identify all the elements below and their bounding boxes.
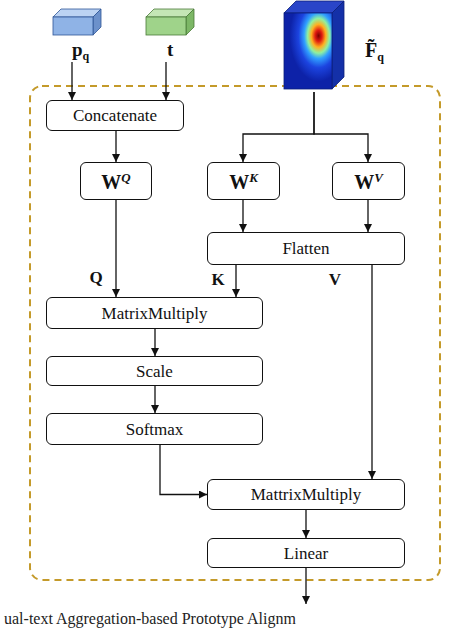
flow-arrow: [242, 200, 243, 232]
box-label: MatrixMultiply: [102, 305, 208, 322]
box-label: Scale: [136, 363, 173, 380]
flow-arrow: [371, 265, 372, 479]
process-box: MatrixMultiply: [46, 297, 263, 329]
tensor-label: t: [167, 40, 173, 59]
tensor-label: F̃q: [365, 40, 384, 63]
cuboid-shape: [145, 8, 195, 36]
cuboid-shape: [52, 8, 102, 36]
process-box: Scale: [46, 356, 263, 386]
figure-caption: ual-text Aggregation-based Prototype Ali…: [4, 610, 296, 628]
box-label: WV: [354, 171, 383, 192]
module-boundary: [30, 86, 440, 580]
tensor-cuboid: t: [145, 8, 197, 62]
output-arrow: [305, 568, 306, 604]
tensor-label: pq: [72, 40, 89, 62]
flow-arrow: [367, 200, 368, 232]
cuboid-front: [53, 17, 93, 35]
cuboid-side: [332, 1, 344, 89]
process-box: WK: [207, 162, 280, 200]
cuboid-front: [146, 17, 186, 35]
box-label: WK: [229, 171, 258, 192]
edge-label: K: [211, 270, 224, 290]
flow-arrow: [165, 62, 166, 100]
cuboid-side: [93, 9, 101, 35]
box-label: Linear: [284, 545, 328, 562]
edge-label: V: [329, 270, 341, 290]
flow-arrow: [71, 62, 72, 100]
process-box: Concatenate: [46, 100, 184, 131]
flow-arrow: [243, 92, 314, 162]
process-box: WQ: [80, 162, 152, 200]
edge-label: Q: [89, 268, 102, 288]
process-box: Flatten: [207, 232, 405, 265]
process-box: WV: [332, 162, 405, 200]
flow-arrow: [314, 92, 368, 162]
cuboid-shape: [283, 0, 345, 90]
cuboid-side: [186, 9, 194, 35]
process-box: MattrixMultiply: [207, 479, 405, 510]
tensor-cuboid: F̃q: [283, 0, 403, 92]
flow-arrow: [115, 200, 116, 297]
flow-arrow: [154, 386, 155, 413]
flow-arrow: [154, 329, 155, 356]
process-box: Softmax: [46, 413, 263, 445]
flow-arrow: [305, 510, 306, 538]
tensor-cuboid: pq: [52, 8, 104, 62]
process-box: Linear: [207, 538, 405, 568]
box-label: Concatenate: [73, 107, 157, 124]
box-label: Flatten: [282, 240, 329, 257]
box-label: MattrixMultiply: [251, 486, 362, 503]
box-label: Softmax: [126, 421, 184, 438]
flow-arrow: [115, 131, 116, 162]
cuboid-front: [284, 13, 332, 89]
box-label: WQ: [101, 171, 130, 192]
flow-arrow: [235, 265, 236, 297]
flow-arrow: [160, 445, 207, 495]
